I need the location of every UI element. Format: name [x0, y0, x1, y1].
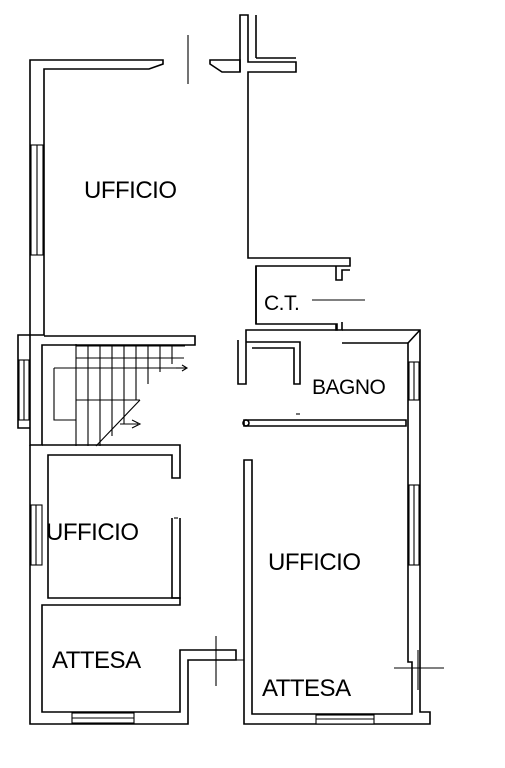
label-ufficio-top: UFFICIO: [84, 177, 177, 204]
room-labels: UFFICIO C.T. BAGNO UFFICIO UFFICIO ATTES…: [46, 177, 386, 702]
staircase: [53, 344, 189, 447]
label-ufficio-right: UFFICIO: [268, 549, 361, 576]
label-attesa-left: ATTESA: [52, 647, 141, 674]
label-bagno: BAGNO: [312, 376, 386, 399]
outer-walls-lower-left: [29, 444, 244, 725]
stair-treads: [76, 346, 184, 446]
ct-room: [255, 266, 365, 331]
bagno-room: [242, 341, 407, 427]
label-attesa-right: ATTESA: [262, 675, 351, 702]
corridor-walls: [237, 14, 351, 385]
windows: [18, 144, 444, 725]
outer-walls-upper-left: [17, 59, 196, 446]
entrance-door: [187, 35, 241, 84]
outer-walls-right: [243, 329, 431, 725]
label-ufficio-left: UFFICIO: [46, 519, 139, 546]
label-ct: C.T.: [264, 292, 299, 315]
